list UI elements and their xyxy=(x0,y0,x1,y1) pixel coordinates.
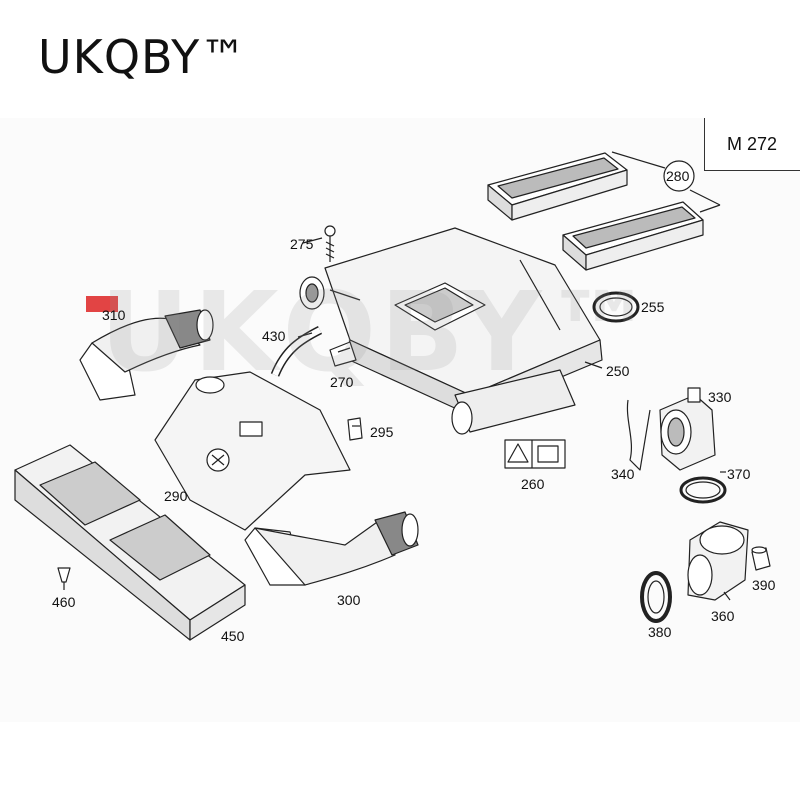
watermark: UKQBY™ xyxy=(100,268,660,396)
clip-part-295 xyxy=(347,417,363,441)
throttle-housing-part-360 xyxy=(687,521,749,601)
air-duct-part-300 xyxy=(244,511,419,586)
highlight-marker xyxy=(86,296,118,312)
cable-part-340 xyxy=(626,399,651,471)
part-label-370: 370 xyxy=(727,466,751,482)
part-label-450: 450 xyxy=(221,628,245,644)
air-flow-sensor-part-330 xyxy=(659,387,716,471)
model-label-box: M 272 xyxy=(704,118,800,171)
part-label-380: 380 xyxy=(648,624,672,640)
part-label-280: 280 xyxy=(666,168,690,184)
engine-cover-part-290 xyxy=(154,371,351,531)
part-label-250: 250 xyxy=(606,363,630,379)
part-label-300: 300 xyxy=(337,592,361,608)
screw-part-275 xyxy=(324,225,336,262)
part-label-390: 390 xyxy=(752,577,776,593)
model-label: M 272 xyxy=(727,134,778,154)
part-label-310: 310 xyxy=(102,307,126,323)
part-label-275: 275 xyxy=(290,236,314,252)
part-label-430: 430 xyxy=(262,328,286,344)
seal-ring-part-370 xyxy=(679,476,727,504)
cowl-tray-part-450 xyxy=(14,444,246,641)
clip-part-460 xyxy=(57,567,71,590)
part-label-360: 360 xyxy=(711,608,735,624)
part-label-295: 295 xyxy=(370,424,394,440)
air-filter-element-part-280 xyxy=(487,151,721,271)
clip-part-270 xyxy=(329,341,357,367)
air-filter-housing-part-250 xyxy=(299,227,603,435)
part-label-330: 330 xyxy=(708,389,732,405)
part-label-340: 340 xyxy=(611,466,635,482)
leader-lines xyxy=(297,237,731,601)
part-label-260: 260 xyxy=(521,476,545,492)
seal-ring-part-255 xyxy=(592,291,640,323)
seal-ring-part-380 xyxy=(640,571,672,623)
warning-label-part-260 xyxy=(504,439,566,469)
breather-hose-part-430 xyxy=(270,325,323,377)
intake-duct-part-310 xyxy=(79,309,214,401)
part-label-290: 290 xyxy=(164,488,188,504)
sleeve-part-390 xyxy=(751,546,771,571)
part-label-255: 255 xyxy=(641,299,665,315)
part-label-270: 270 xyxy=(330,374,354,390)
part-label-460: 460 xyxy=(52,594,76,610)
brand-logo: UKQBY™ xyxy=(38,30,248,84)
